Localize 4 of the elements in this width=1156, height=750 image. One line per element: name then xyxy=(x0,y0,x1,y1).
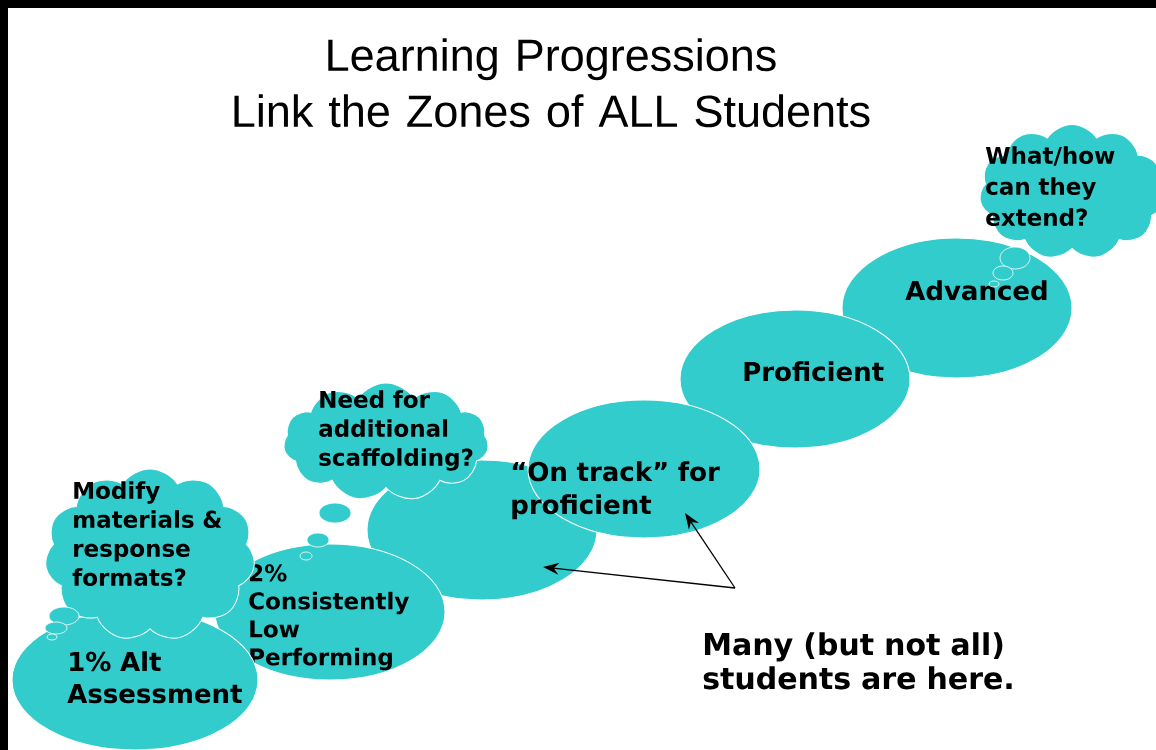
thought-cloud: Need for additional scaffolding? xyxy=(283,382,489,561)
title: Learning Progressions Link the Zones of ALL Students xyxy=(234,38,870,128)
note-text: Many (but not all) students are here. xyxy=(703,632,1012,690)
arrow xyxy=(685,513,736,589)
